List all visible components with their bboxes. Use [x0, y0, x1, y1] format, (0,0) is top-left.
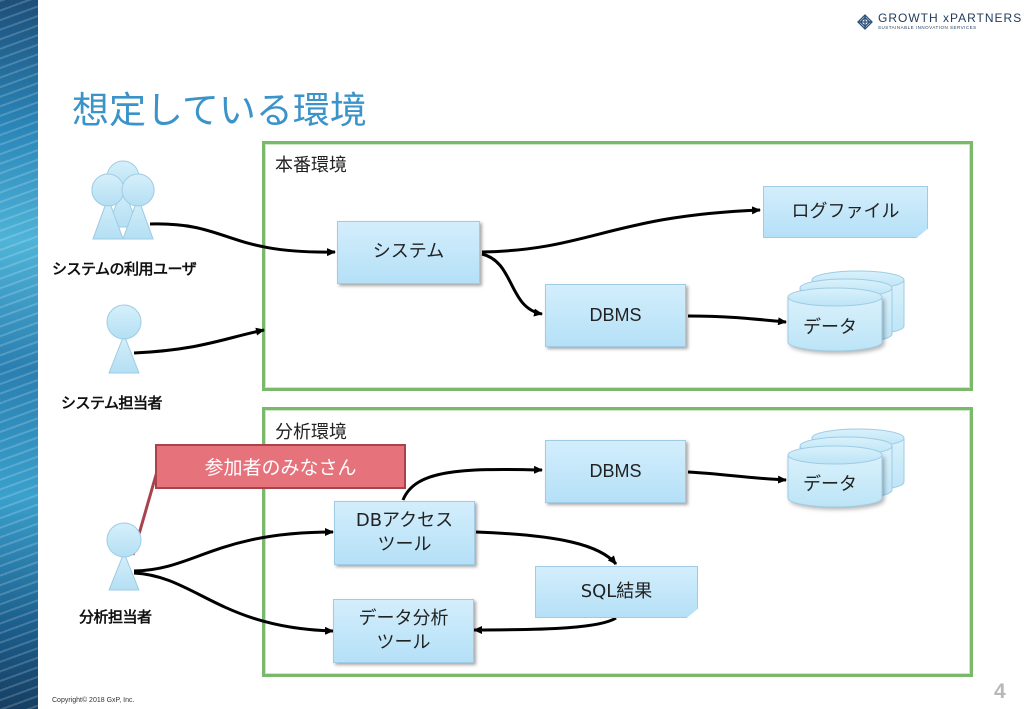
system-admin-label: システム担当者 [61, 394, 163, 412]
logo-tagline: SUSTAINABLE INNOVATION SERVICES [878, 25, 977, 30]
arrow-analyst-to-analysis-tool [133, 571, 334, 635]
arrow-dbms-to-data-analysis [687, 470, 787, 484]
system-users-label: システムの利用ユーザ [52, 260, 197, 278]
production-data-label: データ [803, 317, 857, 338]
data-analysis-tool-node: データ分析 ツール [333, 599, 474, 663]
analyst-label: 分析担当者 [79, 608, 152, 626]
analyst-actor-icon [106, 522, 142, 591]
analysis-dbms-node: DBMS [545, 440, 686, 503]
page-title: 想定している環境 [72, 89, 367, 132]
production-environment-label: 本番環境 [275, 155, 347, 176]
arrow-dbaccess-to-dbms [401, 465, 543, 501]
production-system-node: システム [337, 221, 480, 284]
logo-name: GROWTH xPARTNERS [878, 11, 1023, 25]
sql-result-node: SQL結果 [535, 566, 698, 618]
production-log-file-node: ログファイル [763, 186, 928, 238]
db-access-tool-node: DBアクセス ツール [334, 501, 475, 565]
analysis-data-label: データ [803, 474, 857, 495]
system-users-actor-icon [91, 160, 155, 240]
arrow-system-to-dbms [481, 252, 543, 317]
logo-mark-icon [857, 14, 873, 30]
arrow-dbms-to-data [687, 314, 787, 326]
arrow-analyst-to-dbaccess [133, 528, 334, 573]
analysis-data-cylinder-icon [787, 428, 905, 508]
arrow-admin-to-production [133, 327, 265, 355]
company-logo: GROWTH xPARTNERS SUSTAINABLE INNOVATION … [856, 10, 1021, 34]
participants-callout: 参加者のみなさん [155, 444, 406, 489]
system-admin-actor-icon [106, 304, 142, 374]
page-number: 4 [994, 680, 1006, 703]
arrow-sqlresult-to-analysis-tool [473, 616, 617, 634]
arrow-dbaccess-to-sqlresult [475, 530, 618, 565]
production-dbms-node: DBMS [545, 284, 686, 347]
water-background-strip [0, 0, 38, 709]
production-data-cylinder-icon [787, 270, 905, 352]
arrow-system-to-logfile [481, 206, 761, 254]
copyright-text: Copyright© 2018 GxP, Inc. [52, 697, 135, 704]
analysis-environment-label: 分析環境 [275, 422, 347, 443]
arrow-users-to-system [149, 222, 336, 257]
